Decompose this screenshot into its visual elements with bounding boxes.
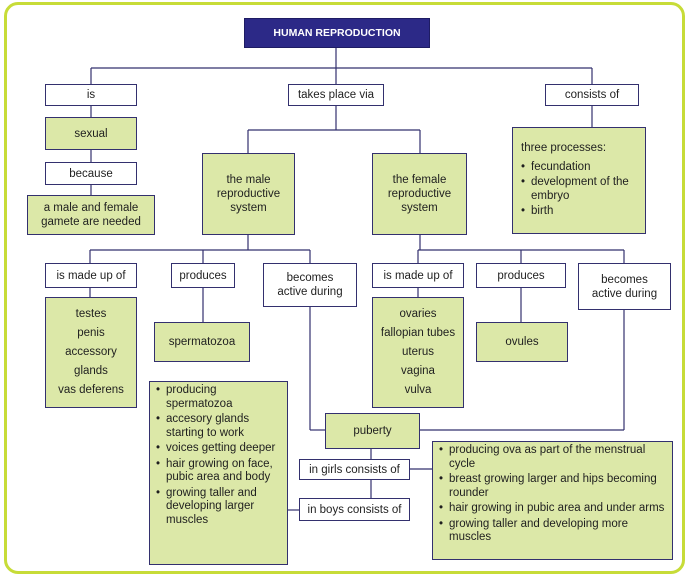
girls-change-item: breast growing larger and hips becoming … xyxy=(439,473,666,500)
male-becomes-line-2: active during xyxy=(277,286,343,298)
process-item: development of the embryo xyxy=(521,176,637,203)
boys-changes-concept: producing spermatozoa accesory glands st… xyxy=(149,381,288,565)
girls-change-item: producing ova as part of the menstrual c… xyxy=(439,444,666,471)
puberty-concept: puberty xyxy=(325,413,420,449)
female-part: fallopian tubes xyxy=(380,327,456,339)
boys-changes-list: producing spermatozoa accesory glands st… xyxy=(156,382,281,529)
male-part: glands xyxy=(74,365,108,377)
consists-of-label: consists of xyxy=(545,84,639,106)
female-parts-concept: ovaries fallopian tubes uterus vagina vu… xyxy=(372,297,464,408)
female-part: vagina xyxy=(401,365,435,377)
girls-change-item: hair growing in pubic area and under arm… xyxy=(439,502,666,516)
processes-heading: three processes: xyxy=(521,141,607,154)
page-frame xyxy=(4,2,685,574)
female-made-up-of-label: is made up of xyxy=(372,263,464,288)
boys-change-item: growing taller and developing larger mus… xyxy=(156,487,281,528)
male-system-line-1: the male xyxy=(226,174,271,186)
male-part: vas deferens xyxy=(58,384,124,396)
girls-changes-list: producing ova as part of the menstrual c… xyxy=(439,442,666,547)
male-produces-label: produces xyxy=(171,263,235,288)
male-system-line-3: system xyxy=(230,202,267,214)
sexual-concept: sexual xyxy=(45,117,137,150)
female-system-concept: the female reproductive system xyxy=(372,153,467,235)
girls-consists-of-label: in girls consists of xyxy=(299,459,410,480)
boys-change-item: voices getting deeper xyxy=(156,442,281,456)
boys-consists-of-label: in boys consists of xyxy=(299,498,410,521)
processes-concept: three processes: fecundation development… xyxy=(512,127,646,234)
female-system-line-2: reproductive xyxy=(387,188,452,200)
because-label: because xyxy=(45,162,137,185)
female-part: ovaries xyxy=(399,308,437,320)
boys-change-item: producing spermatozoa xyxy=(156,384,281,411)
ovules-concept: ovules xyxy=(476,322,568,362)
male-system-line-2: reproductive xyxy=(216,188,281,200)
spermatozoa-concept: spermatozoa xyxy=(154,322,250,362)
processes-list: fecundation development of the embryo bi… xyxy=(521,159,637,221)
process-item: birth xyxy=(521,205,637,219)
female-produces-label: produces xyxy=(476,263,566,288)
female-becomes-line-1: becomes xyxy=(601,273,648,286)
male-parts-concept: testes penis accessory glands vas defere… xyxy=(45,297,137,408)
male-made-up-of-label: is made up of xyxy=(45,263,137,288)
is-label: is xyxy=(45,84,137,106)
male-becomes-line-1: becomes xyxy=(286,272,334,284)
girls-change-item: growing taller and developing more muscl… xyxy=(439,518,666,545)
male-part: penis xyxy=(77,327,105,339)
female-part: uterus xyxy=(402,346,434,358)
male-system-concept: the male reproductive system xyxy=(202,153,295,235)
male-part: accessory xyxy=(65,346,117,358)
female-becomes-active-label: becomes active during xyxy=(578,263,671,310)
girls-changes-concept: producing ova as part of the menstrual c… xyxy=(432,441,673,560)
female-system-line-3: system xyxy=(401,202,438,214)
takes-place-via-label: takes place via xyxy=(288,84,384,106)
boys-change-item: hair growing on face, pubic area and bod… xyxy=(156,458,281,485)
gamete-line-2: gamete are needed xyxy=(41,216,141,228)
gamete-line-1: a male and female xyxy=(43,202,139,214)
process-item: fecundation xyxy=(521,161,637,175)
diagram-title: HUMAN REPRODUCTION xyxy=(244,18,430,48)
female-system-line-1: the female xyxy=(392,174,447,186)
female-becomes-line-2: active during xyxy=(591,287,658,300)
male-becomes-active-label: becomes active during xyxy=(263,263,357,307)
female-part: vulva xyxy=(404,384,432,396)
male-part: testes xyxy=(75,308,107,320)
boys-change-item: accesory glands starting to work xyxy=(156,413,281,440)
gamete-concept: a male and female gamete are needed xyxy=(27,195,155,235)
